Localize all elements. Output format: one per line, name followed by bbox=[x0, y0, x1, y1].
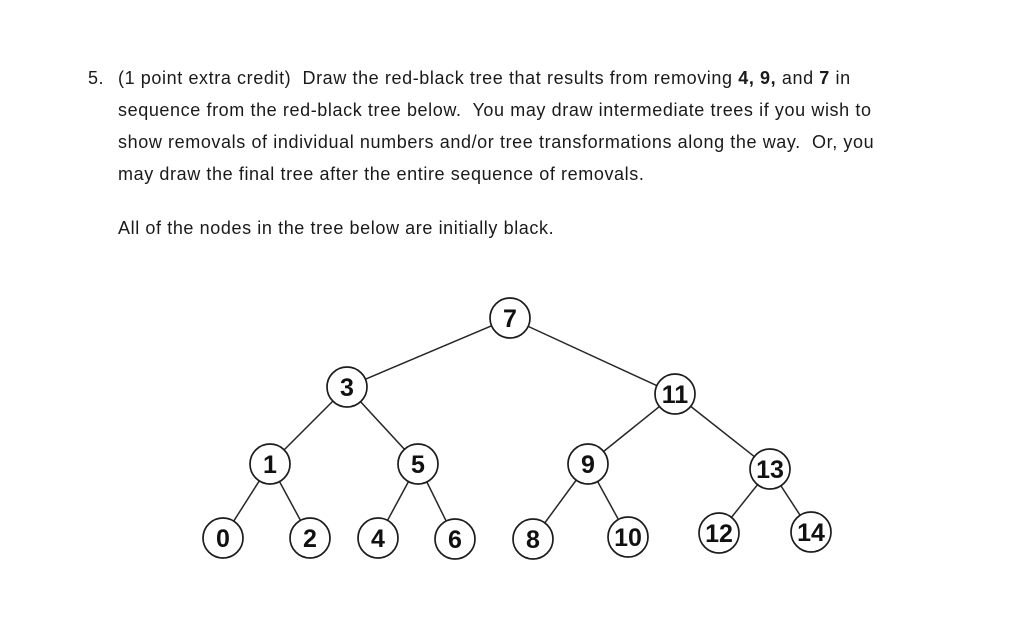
tree-node-11: 11 bbox=[654, 373, 696, 415]
question-line-1-post: in bbox=[829, 68, 851, 88]
tree-node-circle-4 bbox=[357, 517, 399, 559]
tree-node-label-2: 2 bbox=[303, 525, 317, 553]
tree-node-circle-13 bbox=[749, 448, 791, 490]
question-line-1-pre: (1 point extra credit) Draw the red-blac… bbox=[118, 68, 739, 88]
tree-node-label-7: 7 bbox=[503, 305, 517, 333]
tree-node-label-11: 11 bbox=[662, 381, 689, 409]
tree-node-circle-0 bbox=[202, 517, 244, 559]
tree-node-label-5: 5 bbox=[411, 451, 425, 479]
tree-node-12: 12 bbox=[698, 512, 740, 554]
tree-node-label-12: 12 bbox=[705, 520, 733, 548]
tree-node-label-4: 4 bbox=[371, 525, 385, 553]
question-removal-value-last: 7 bbox=[819, 68, 830, 88]
tree-node-label-0: 0 bbox=[216, 525, 230, 553]
tree-node-circle-11 bbox=[654, 373, 696, 415]
tree-node-circle-8 bbox=[512, 518, 554, 560]
tree-node-1: 1 bbox=[249, 443, 291, 485]
tree-edges bbox=[222, 317, 812, 540]
tree-node-label-13: 13 bbox=[756, 456, 784, 484]
tree-node-circle-6 bbox=[434, 518, 476, 560]
tree-node-circle-7 bbox=[489, 297, 531, 339]
tree-node-7: 7 bbox=[489, 297, 531, 339]
tree-node-circle-10 bbox=[607, 516, 649, 558]
tree-node-circle-2 bbox=[289, 517, 331, 559]
tree-node-circle-1 bbox=[249, 443, 291, 485]
tree-node-label-6: 6 bbox=[448, 526, 462, 554]
question-line-2: sequence from the red-black tree below. … bbox=[118, 100, 872, 120]
tree-node-circle-9 bbox=[567, 443, 609, 485]
tree-node-9: 9 bbox=[567, 443, 609, 485]
tree-node-circle-12 bbox=[698, 512, 740, 554]
tree-node-5: 5 bbox=[397, 443, 439, 485]
tree-node-3: 3 bbox=[326, 366, 368, 408]
tree-node-circle-14 bbox=[790, 511, 832, 553]
question-line-1: (1 point extra credit) Draw the red-blac… bbox=[118, 62, 978, 94]
question-line-4: may draw the final tree after the entire… bbox=[118, 164, 645, 184]
note-all-nodes-black: All of the nodes in the tree below are i… bbox=[118, 218, 555, 238]
tree-edge-7-3 bbox=[346, 317, 511, 388]
question-text: (1 point extra credit) Draw the red-blac… bbox=[118, 62, 978, 190]
tree-node-6: 6 bbox=[434, 518, 476, 560]
tree-node-label-8: 8 bbox=[526, 526, 540, 554]
tree-node-10: 10 bbox=[607, 516, 649, 558]
tree-node-4: 4 bbox=[357, 517, 399, 559]
tree-edge-7-11 bbox=[509, 317, 676, 395]
tree-node-8: 8 bbox=[512, 518, 554, 560]
tree-node-circle-3 bbox=[326, 366, 368, 408]
tree-node-label-3: 3 bbox=[340, 374, 354, 402]
tree-node-label-9: 9 bbox=[581, 451, 595, 479]
tree-node-label-10: 10 bbox=[614, 524, 642, 552]
tree-node-circle-5 bbox=[397, 443, 439, 485]
tree-node-2: 2 bbox=[289, 517, 331, 559]
tree-node-13: 13 bbox=[749, 448, 791, 490]
question-line-1-mid: and bbox=[776, 68, 820, 88]
tree-node-14: 14 bbox=[790, 511, 832, 553]
tree-node-label-1: 1 bbox=[263, 451, 277, 479]
tree-node-label-14: 14 bbox=[797, 519, 825, 547]
tree-node-0: 0 bbox=[202, 517, 244, 559]
question-line-3: show removals of individual numbers and/… bbox=[118, 132, 875, 152]
question-removal-values: 4, 9, bbox=[738, 68, 777, 88]
question-number: 5. bbox=[88, 68, 105, 88]
